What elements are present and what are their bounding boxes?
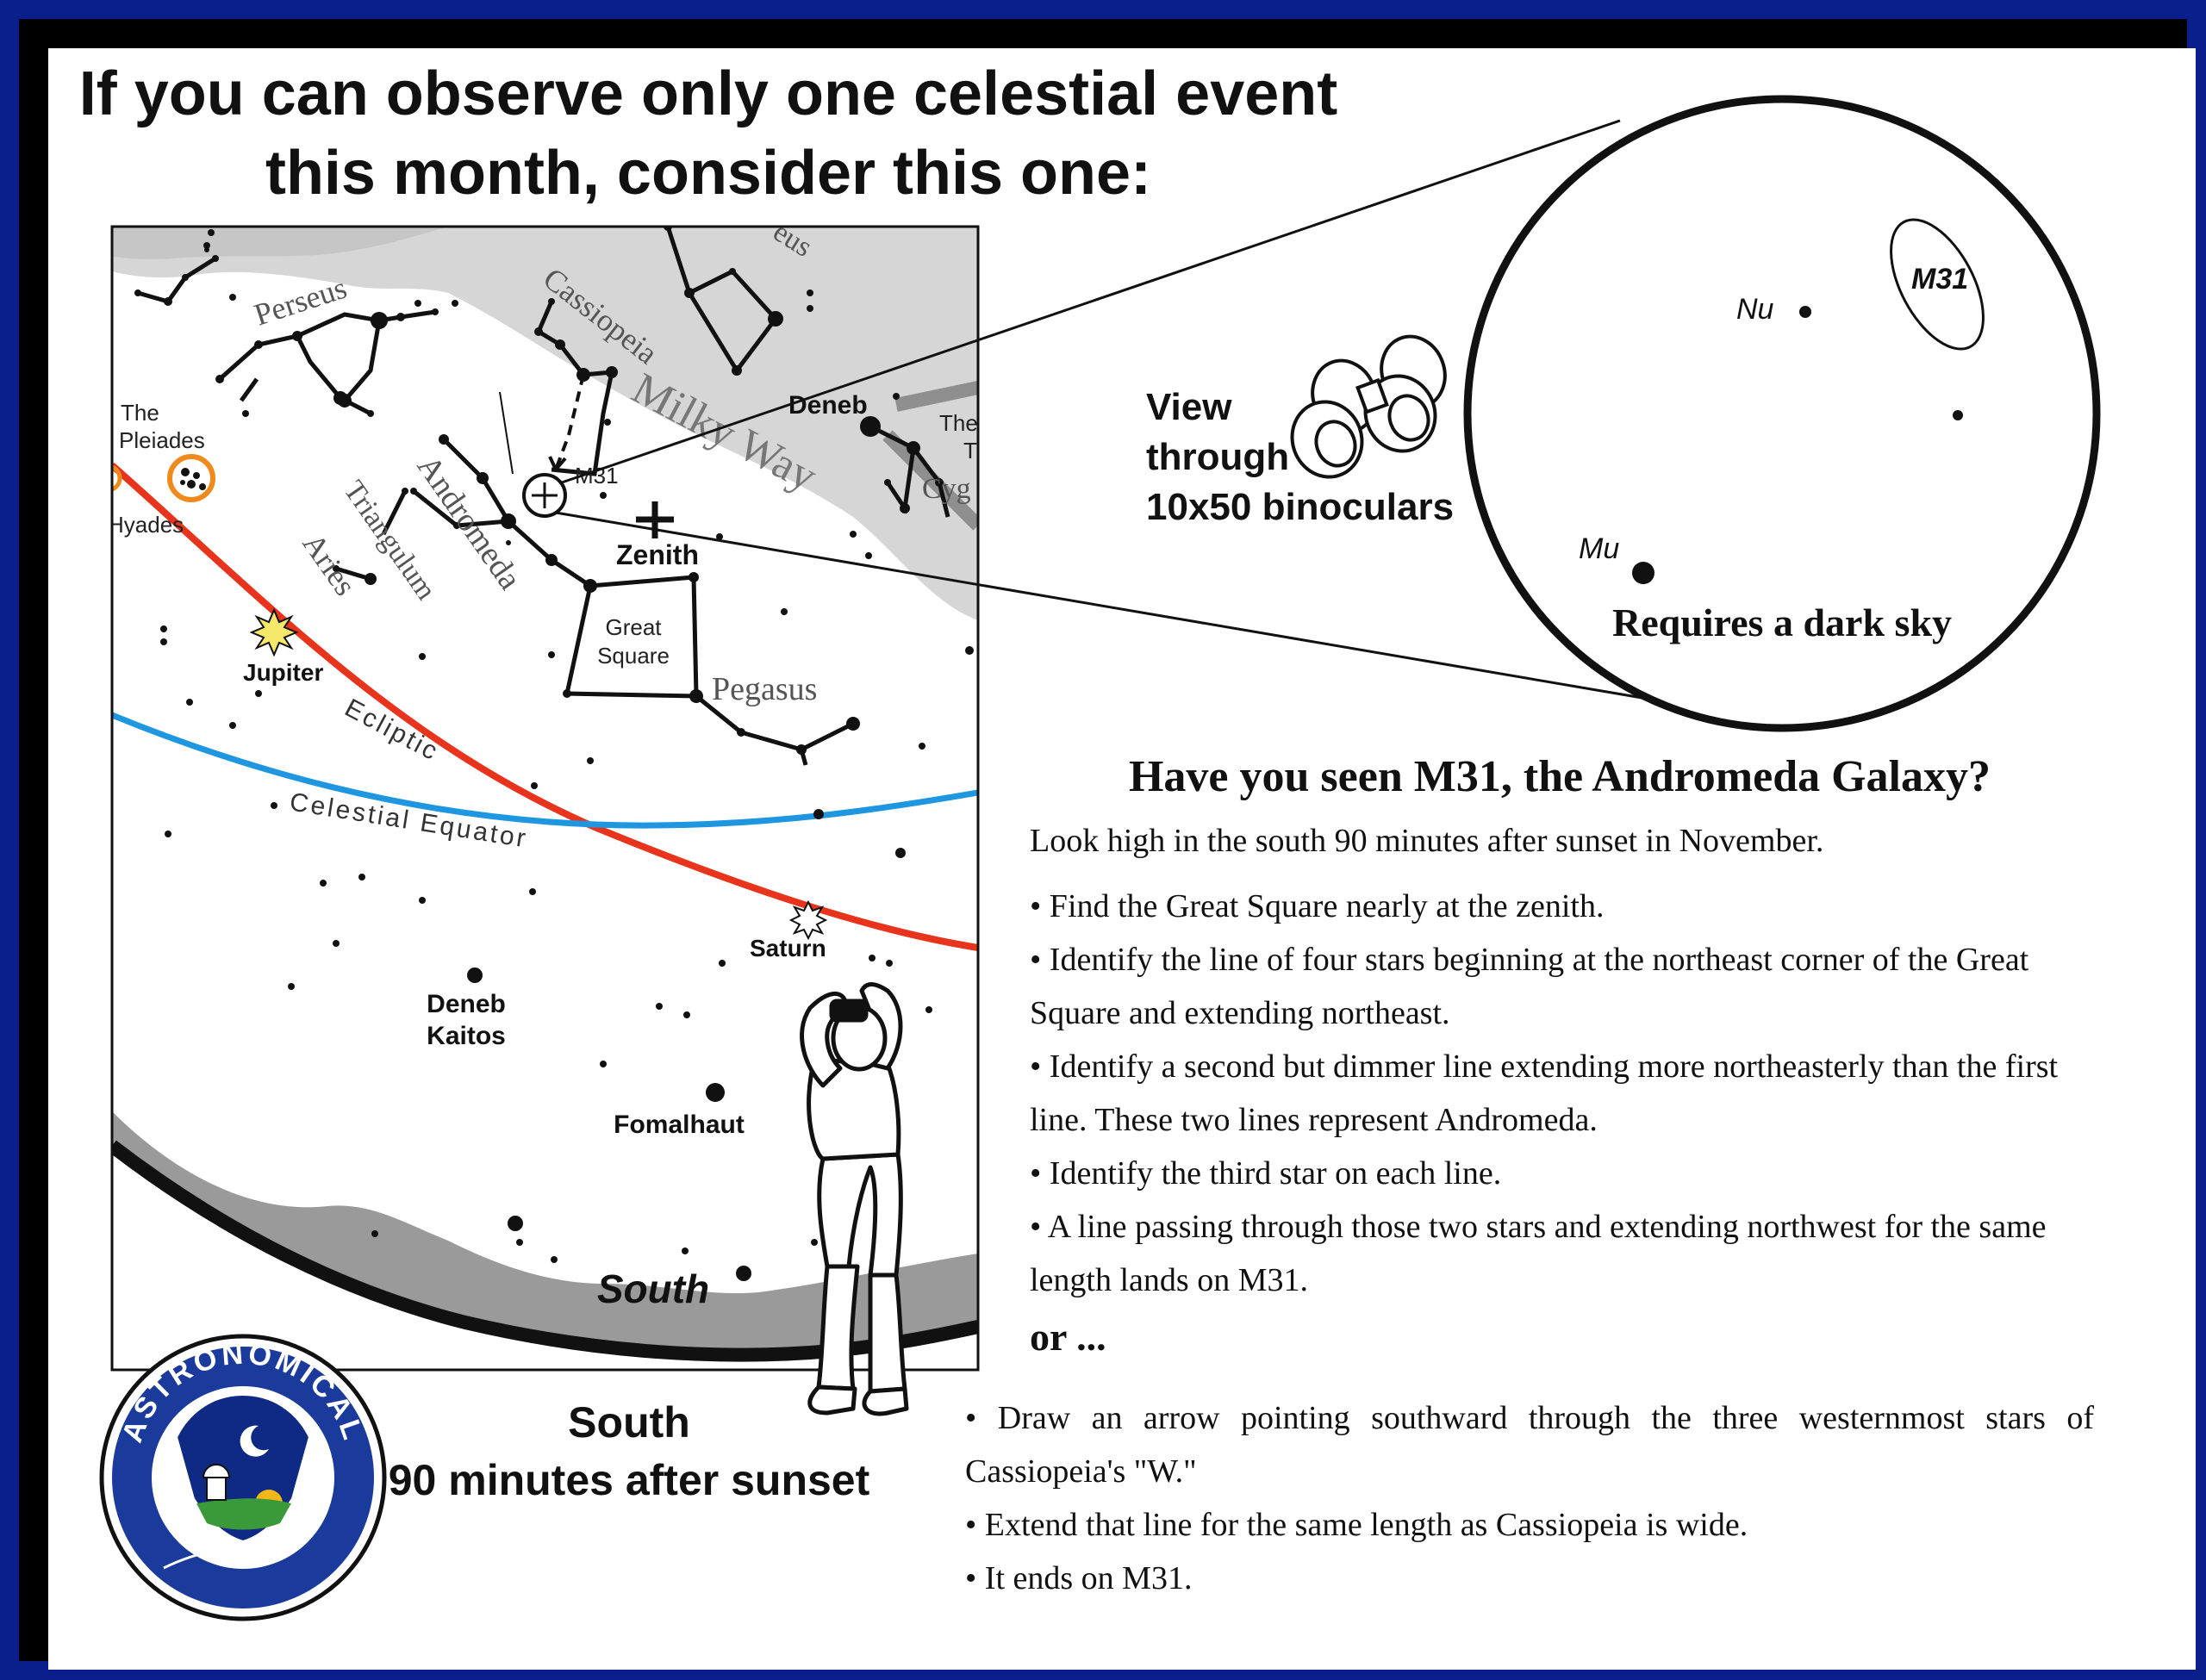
label-cygnus: Cyg — [922, 473, 971, 505]
instruction-step-5: • A line passing through those two stars… — [1030, 1209, 2047, 1298]
instructions-heading: Have you seen M31, the Andromeda Galaxy? — [1128, 752, 1991, 801]
celestial-equator-line — [112, 712, 978, 829]
title-line-2: this month, consider this one: — [265, 139, 1151, 208]
arrowhead — [548, 456, 567, 471]
logo-moon-icon — [240, 1425, 269, 1457]
hyades-ring-partial — [112, 464, 122, 492]
stars — [134, 227, 974, 1281]
label-zenith: Zenith — [616, 539, 699, 570]
label-m31-binocular: M31 — [1911, 263, 1968, 296]
m31-ellipse — [1890, 218, 1985, 351]
label-hyades: Hyades — [108, 512, 184, 538]
label-deneb: Deneb — [788, 391, 868, 420]
binoculars-icon — [1290, 334, 1447, 479]
instruction-step-3: • Identify a second but dimmer line exte… — [1030, 1048, 2059, 1138]
label-jupiter: Jupiter — [243, 659, 323, 686]
instructions-block: Have you seen M31, the Andromeda Galaxy?… — [1030, 751, 2090, 1367]
astronomical-league-logo: ASTRONOMICAL LEAGUE — [99, 1334, 387, 1621]
pleiades-stars — [180, 468, 206, 490]
logo-observatory-icon — [206, 1477, 227, 1501]
label-pleiades-2: Pleiades — [119, 427, 205, 453]
map-border — [110, 225, 980, 1372]
instruction-step-2: • Identify the line of four stars beginn… — [1030, 942, 2029, 1031]
binocular-view-circle — [1463, 95, 2101, 732]
milky-way-core — [112, 227, 448, 259]
horizon-gray-band — [112, 1111, 978, 1353]
zoom-line-top — [561, 119, 1621, 484]
label-pegasus: Pegasus — [712, 671, 817, 707]
label-dark-sky: Requires a dark sky — [1612, 600, 1952, 644]
ecliptic-line — [112, 463, 978, 951]
instructions-or: or ... — [1030, 1315, 1106, 1359]
milky-way-band — [112, 227, 978, 620]
zoom-line-bottom — [555, 511, 1668, 704]
label-deneb-kaitos-2: Kaitos — [427, 1022, 506, 1050]
caption-time: 90 minutes after sunset — [389, 1456, 870, 1504]
label-view-2: through — [1146, 436, 1289, 478]
label-fomalhaut: Fomalhaut — [614, 1111, 745, 1139]
logo-hill-icon — [196, 1498, 291, 1530]
label-the-1: The — [939, 410, 978, 436]
label-nu: Nu — [1736, 293, 1774, 326]
cassiopeia-arrow — [554, 374, 585, 470]
caption-south: South — [568, 1398, 690, 1447]
title-line-1: If you can observe only one celestial ev… — [79, 59, 1338, 128]
label-great-square-2: Square — [597, 643, 670, 669]
instructions-intro: Look high in the south 90 minutes after … — [1030, 823, 1824, 859]
star-nu — [1799, 306, 1811, 318]
alternate-instructions: • Draw an arrow pointing southward throu… — [965, 1391, 2094, 1605]
label-the-2: T — [963, 438, 977, 464]
label-view-1: View — [1146, 386, 1232, 428]
label-south-horizon: South — [597, 1266, 709, 1311]
logo-comet-icon — [163, 1540, 302, 1570]
alt-step-3: • It ends on M31. — [965, 1560, 1193, 1596]
star-mu — [1632, 562, 1654, 584]
label-view-3: 10x50 binoculars — [1146, 486, 1454, 528]
label-saturn: Saturn — [750, 935, 826, 961]
observer-figure-icon — [800, 982, 909, 1416]
saturn-symbol — [788, 899, 828, 941]
label-mu: Mu — [1579, 532, 1619, 565]
cygnus-milky-way-streak — [882, 381, 978, 531]
star-unnamed — [1953, 410, 1963, 420]
label-deneb-kaitos-1: Deneb — [427, 990, 506, 1018]
zenith-cross — [636, 501, 674, 538]
label-great-square-1: Great — [605, 614, 662, 640]
pleiades-ring — [167, 454, 215, 502]
jupiter-symbol — [249, 607, 299, 657]
instruction-step-4: • Identify the third star on each line. — [1030, 1155, 1502, 1192]
instruction-step-1: • Find the Great Square nearly at the ze… — [1030, 888, 1605, 924]
m31-crosshair — [532, 482, 558, 508]
label-pleiades-1: The — [121, 400, 159, 426]
alt-step-1: • Draw an arrow pointing southward throu… — [965, 1400, 2094, 1490]
alt-step-2: • Extend that line for the same length a… — [965, 1507, 1748, 1543]
pointer-line — [499, 391, 514, 475]
